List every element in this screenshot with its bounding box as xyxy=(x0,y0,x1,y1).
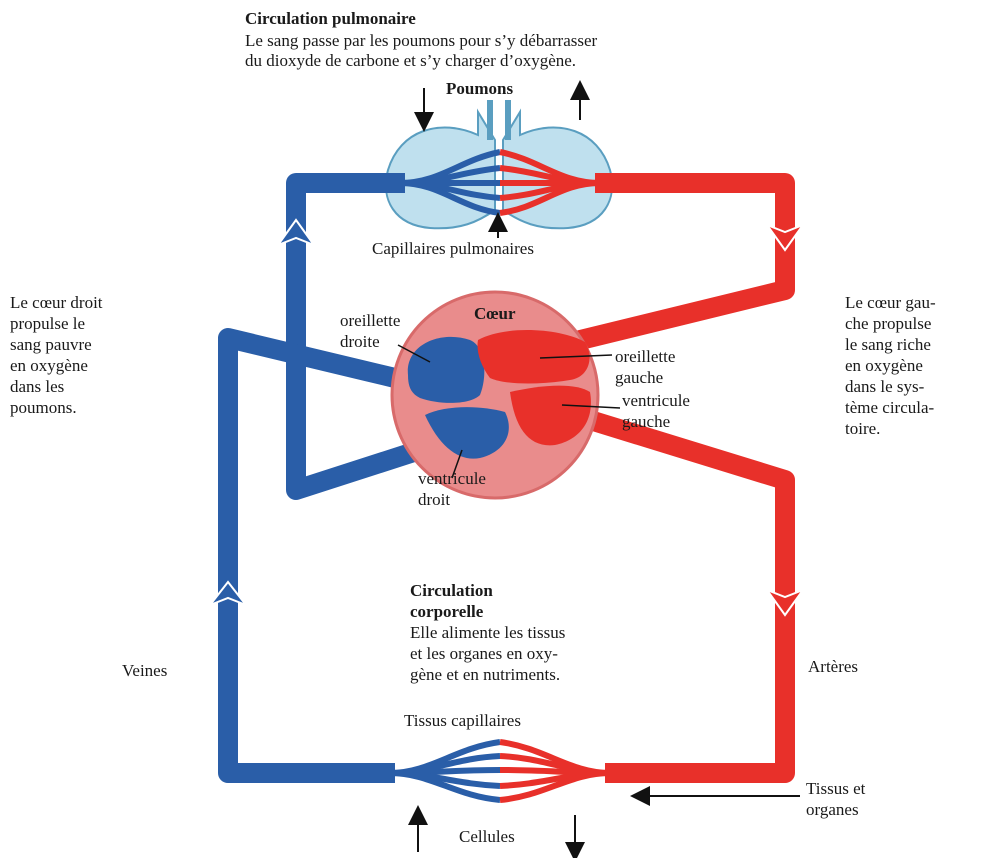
left-heart-note: Le cœur gau- che propulse le sang riche … xyxy=(845,292,936,439)
left-ventricle-label-line: ventricule xyxy=(622,391,690,410)
lungs xyxy=(384,100,614,230)
pulmonary-capillaries-label: Capillaires pulmonaires xyxy=(372,239,534,258)
left-atrium-label-line: gauche xyxy=(615,368,664,387)
systemic-circulation-desc: Elle alimente les tissus et les organes … xyxy=(410,622,565,685)
tissues-organs-label-line: Tissus et xyxy=(806,779,866,798)
left-ventricle-label-line: gauche xyxy=(622,412,671,431)
left-atrium-label: oreillette gauche xyxy=(615,346,675,388)
pulmonary-circulation-desc-line-1: Le sang passe par les poumons pour s’y d… xyxy=(245,31,598,50)
right-heart-note-line: sang pauvre xyxy=(10,335,92,354)
lung-capillaries-arterial xyxy=(499,149,601,216)
tissues-organs-label: Tissus et organes xyxy=(806,778,865,820)
left-heart-note-line: tème circula- xyxy=(845,398,935,417)
pulmonary-circulation-title: Circulation pulmonaire xyxy=(245,9,416,28)
cells-label: Cellules xyxy=(459,827,515,846)
vena-cava xyxy=(218,328,398,783)
right-heart-note-line: Le cœur droit xyxy=(10,293,103,312)
left-heart-note-line: che propulse xyxy=(845,314,932,333)
left-ventricle-label: ventricule gauche xyxy=(622,390,690,432)
right-atrium xyxy=(407,336,485,403)
left-heart-note-line: dans le sys- xyxy=(845,377,925,396)
right-ventricle xyxy=(425,407,509,459)
pulmonary-artery xyxy=(286,173,424,500)
tissues-organs-label-line: organes xyxy=(806,800,859,819)
systemic-title-line: Circulation xyxy=(410,581,493,600)
systemic-title-line: corporelle xyxy=(410,602,484,621)
right-ventricle-label-line: droit xyxy=(418,490,451,509)
left-heart-note-line: toire. xyxy=(845,419,881,438)
right-ventricle-label: ventricule droit xyxy=(418,468,486,510)
left-heart-note-line: le sang riche xyxy=(845,335,931,354)
left-ventricle xyxy=(510,385,591,446)
flow-arrow-down-arteries xyxy=(764,587,806,617)
flow-arrow-up-pulmonary xyxy=(275,218,317,248)
right-heart-note-line: dans les xyxy=(10,377,65,396)
left-atrium-label-line: oreillette xyxy=(615,347,676,366)
lungs-label: Poumons xyxy=(446,79,514,98)
tissue-capillaries-arterial xyxy=(499,739,611,803)
right-ventricle-label-line: ventricule xyxy=(418,469,486,488)
heart-leader-lines xyxy=(397,344,621,479)
lung-capillaries-venous xyxy=(399,149,501,216)
flow-arrow-down-pulmonary xyxy=(764,222,806,252)
right-heart-note-line: propulse le xyxy=(10,314,86,333)
left-heart-note-line: Le cœur gau- xyxy=(845,293,936,312)
left-atrium xyxy=(477,330,590,384)
right-atrium-label-line: droite xyxy=(340,332,380,351)
heart-label: Cœur xyxy=(474,304,516,323)
systemic-desc-line: gène et en nutriments. xyxy=(410,665,561,684)
flow-arrow-up-veins xyxy=(206,580,250,608)
tissue-capillaries-label: Tissus capillaires xyxy=(404,711,521,730)
right-heart-note-line: en oxygène xyxy=(10,356,88,375)
systemic-desc-line: et les organes en oxy- xyxy=(410,644,558,663)
right-heart-note-line: poumons. xyxy=(10,398,77,417)
heart xyxy=(390,290,600,500)
systemic-desc-line: Elle alimente les tissus xyxy=(410,623,566,642)
right-atrium-label: oreillette droite xyxy=(340,310,400,352)
right-heart-note: Le cœur droit propulse le sang pauvre en… xyxy=(10,292,103,418)
systemic-circulation-title: Circulation corporelle xyxy=(410,580,493,622)
left-heart-note-line: en oxygène xyxy=(845,356,923,375)
pulmonary-circulation-desc-line-2: du dioxyde de carbone et s’y charger d’o… xyxy=(245,51,577,70)
arteries-label: Artères xyxy=(808,657,859,676)
right-atrium-label-line: oreillette xyxy=(340,311,401,330)
tissue-capillaries-venous xyxy=(389,739,501,803)
veins-label: Veines xyxy=(122,661,168,680)
aorta xyxy=(587,410,795,783)
